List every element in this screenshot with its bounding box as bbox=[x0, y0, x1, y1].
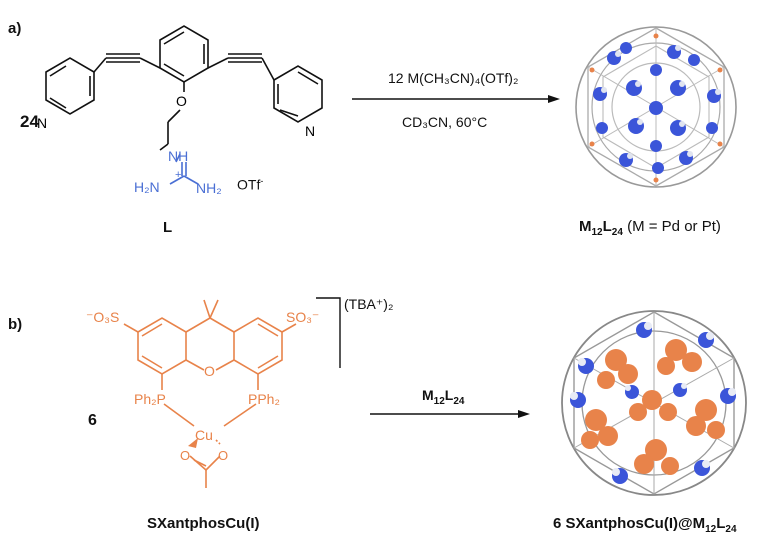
reaction-a-conditions-top: 12 M(CH₃CN)₄(OTf)₂ bbox=[388, 70, 519, 86]
counter-ion-bracket bbox=[316, 297, 341, 368]
guanidinium-nh2: NH₂ bbox=[196, 180, 222, 196]
so3-right-group: SO₃⁻ bbox=[286, 309, 319, 325]
xanthene-backbone bbox=[123, 299, 297, 427]
reaction-b-reagent-sub1: 12 bbox=[433, 395, 445, 407]
product-a-sub2: 24 bbox=[611, 227, 623, 238]
ph2p-left: Ph₂P bbox=[134, 391, 166, 407]
guanidinium-h2n: H₂N bbox=[134, 179, 160, 195]
ligand-L-structure: N N O NH H₂N + NH₂ bbox=[37, 25, 323, 196]
reagent-name-label: SXantphosCu(I) bbox=[147, 515, 260, 532]
guanidinium-nh: NH bbox=[168, 148, 188, 164]
copper-atom: Cu bbox=[195, 427, 213, 443]
ligand-stoichiometry: 24 bbox=[20, 112, 39, 131]
product-b-sub2: 24 bbox=[725, 524, 737, 535]
product-a-prefix: M bbox=[579, 218, 592, 235]
reaction-b-reagent-prefix: M bbox=[422, 387, 434, 403]
ether-oxygen: O bbox=[176, 93, 187, 109]
so3-left-group: ⁻O₃S bbox=[86, 309, 119, 325]
left-alkyne bbox=[93, 53, 161, 73]
guanidinium-bonds bbox=[169, 153, 199, 185]
pph2-right: PPh₂ bbox=[248, 391, 280, 407]
right-alkyne bbox=[207, 53, 275, 81]
reaction-arrow-b bbox=[370, 410, 530, 418]
tba-counter-ion: (TBA⁺)₂ bbox=[344, 296, 394, 312]
product-b-prefix: 6 SXantphosCu(I)@M bbox=[553, 515, 706, 532]
product-a-suffix: (M = Pd or Pt) bbox=[622, 218, 721, 235]
acetate-o1: O bbox=[180, 448, 190, 463]
product-a-label: M12L24 (M = Pd or Pt) bbox=[579, 218, 721, 238]
product-b-sub1: 12 bbox=[705, 524, 717, 535]
reaction-b-reagent-mid: L bbox=[444, 387, 454, 403]
left-pyridine-ring bbox=[45, 57, 95, 115]
product-b-label: 6 SXantphosCu(I)@M12L24 bbox=[553, 515, 737, 535]
reaction-arrow-a bbox=[352, 95, 560, 103]
product-a-sub1: 12 bbox=[591, 227, 603, 238]
reaction-b-reagent-sub2: 24 bbox=[453, 395, 465, 407]
counter-ion-otf-text: OTf bbox=[237, 176, 261, 193]
ligand-label: L bbox=[163, 219, 173, 236]
ether-chain bbox=[159, 82, 185, 151]
host-guest-cage-image bbox=[561, 310, 747, 496]
counter-ion-otf-charge: - bbox=[260, 176, 264, 186]
panel-b-label: b) bbox=[8, 316, 23, 333]
acetate-ligand bbox=[188, 438, 221, 488]
cage-M12L24-image bbox=[575, 26, 737, 188]
guanidinium-plus: + bbox=[175, 169, 181, 181]
reaction-a-conditions-bottom: CD₃CN, 60°C bbox=[402, 114, 488, 130]
acetate-o2: O bbox=[218, 448, 228, 463]
left-pyridine-n: N bbox=[37, 115, 47, 131]
counter-ion-otf: OTf- bbox=[237, 176, 263, 193]
right-pyridine-n: N bbox=[305, 123, 315, 139]
panel-a-label: a) bbox=[8, 20, 22, 37]
right-pyridine-ring bbox=[273, 65, 323, 123]
reaction-b-reagent: M12L24 bbox=[422, 387, 464, 407]
central-benzene-ring bbox=[159, 25, 209, 83]
bridge-oxygen: O bbox=[204, 363, 215, 379]
product-a-mid: L bbox=[602, 218, 612, 235]
sxantphoscu-structure: ⁻O₃S SO₃⁻ O Ph₂P PPh₂ Cu O O bbox=[86, 297, 341, 488]
compound-number-6: 6 bbox=[88, 412, 97, 429]
product-b-mid: L bbox=[716, 515, 726, 532]
